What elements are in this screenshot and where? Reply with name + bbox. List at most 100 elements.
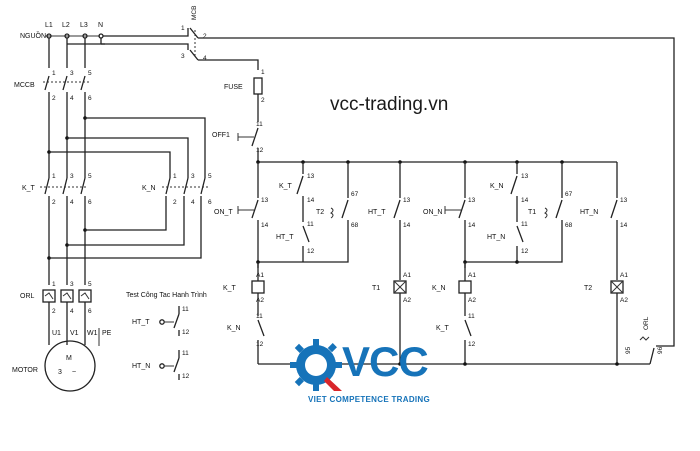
orl-pin-5: 5 (88, 281, 92, 288)
mccb-pin-6: 6 (88, 95, 92, 102)
orl-pin-1: 1 (52, 281, 56, 288)
t2c-blade (341, 199, 349, 219)
kn-pin-5: 5 (208, 173, 212, 180)
label-nguon: NGUỒN (20, 30, 46, 40)
label-l2: L2 (62, 22, 70, 29)
t1c-pin-67: 67 (565, 191, 573, 198)
label-off1: OFF1 (212, 132, 230, 139)
ht-t-blade (302, 225, 310, 243)
test-ht-n-lamp (159, 363, 165, 369)
onn-blade (458, 199, 466, 219)
orl-heater-1 (44, 292, 54, 300)
test-ht-t-lamp (159, 319, 165, 325)
ont-pin-14: 14 (261, 222, 269, 229)
orl-pin-95: 95 (625, 346, 632, 354)
label-n: N (98, 22, 103, 29)
orl-element-2 (60, 289, 74, 303)
off1-blade (251, 127, 259, 147)
label-mcb: MCB (191, 6, 198, 20)
orl-pin-96: 96 (657, 346, 664, 354)
kn-aux-blade (510, 175, 518, 195)
wire-orl-neutral (656, 320, 675, 347)
test-ht-n-pin-12: 12 (182, 373, 190, 380)
wire-kn-out-1 (85, 196, 167, 231)
kt-pin-4: 4 (70, 199, 74, 206)
kt-aux-blade (296, 175, 304, 195)
t2c-pin-68: 68 (351, 222, 359, 229)
wire-mcb-l (67, 43, 189, 50)
kt-coil-a2: A2 (256, 297, 264, 304)
htn2-pin-13: 13 (620, 197, 628, 204)
kt-il-pin-11: 11 (468, 313, 475, 320)
label-motor: MOTOR (12, 367, 38, 374)
ht-t-pin-12: 12 (307, 248, 315, 255)
label-on-t: ON_T (214, 209, 233, 216)
kn-pin-2: 2 (173, 199, 177, 206)
label-kn-main: K_N (142, 185, 156, 192)
orl-heater-3 (80, 292, 90, 300)
fuse-pin-2: 2 (261, 97, 265, 104)
t2-coil-a2: A2 (620, 297, 628, 304)
onn-pin-14: 14 (468, 222, 476, 229)
label-t1-coil: T1 (372, 285, 380, 292)
wire-t1c-bottom (517, 220, 563, 263)
orl-nc-blade (649, 347, 655, 365)
kn-blade-2 (183, 177, 189, 195)
t1c-timer-mark (544, 207, 548, 219)
kt-pin-6: 6 (88, 199, 92, 206)
kt-blade-3 (80, 177, 86, 195)
htn2-blade (610, 199, 618, 219)
wire-mcb-to-fuse (198, 59, 259, 70)
label-kn-aux: K_N (490, 183, 504, 190)
label-w1: W1 (87, 330, 98, 337)
kt-aux-pin-13: 13 (307, 173, 315, 180)
kn-il-pin-11: 11 (256, 313, 263, 320)
vcc-subtitle: VIET COMPETENCE TRADING (308, 395, 431, 404)
kt-coil-a1: A1 (256, 272, 264, 279)
htt2-pin-14: 14 (403, 222, 411, 229)
off1-pin-12: 12 (256, 147, 264, 154)
vcc-logo: VCC VIET COMPETENCE TRADING (286, 335, 446, 409)
ht-n-pin-11: 11 (521, 221, 528, 228)
orl-pin-4: 4 (70, 308, 74, 315)
kn-il-blade (257, 319, 265, 337)
kt-il-pin-12: 12 (468, 341, 476, 348)
label-orl-aux: ORL (643, 316, 650, 330)
t1c-blade (555, 199, 563, 219)
label-ht-t: HT_T (276, 234, 294, 241)
motor-symbol (44, 340, 96, 392)
wire-kn-out-2 (67, 196, 185, 246)
htn2-pin-14: 14 (620, 222, 628, 229)
node (615, 362, 619, 366)
test-ht-t-pin-11: 11 (182, 306, 189, 313)
label-ht-n-no: HT_N (580, 209, 598, 216)
mcb-pin-1: 1 (181, 25, 185, 32)
label-kt-aux: K_T (279, 183, 293, 190)
t1c-pin-68: 68 (565, 222, 573, 229)
fuse-pin-1: 1 (261, 69, 265, 76)
label-l1: L1 (45, 22, 53, 29)
test-ht-n-pin-11: 11 (182, 350, 189, 357)
wire-kn-l3 (85, 117, 206, 178)
label-t1-contact: T1 (528, 209, 536, 216)
orl-thermal-mark (639, 336, 650, 341)
t2c-timer-mark (330, 207, 334, 219)
kn-coil-a2: A2 (468, 297, 476, 304)
mccb-pin-5: 5 (88, 70, 92, 77)
kt-pin-3: 3 (70, 173, 74, 180)
kt-aux-pin-14: 14 (307, 197, 315, 204)
kn-pin-3: 3 (191, 173, 195, 180)
node (463, 362, 467, 366)
wire-kn-l2 (67, 137, 189, 178)
mccb-blade-1 (44, 75, 50, 91)
kt-coil (251, 280, 265, 294)
label-ht-t-no: HT_T (368, 209, 386, 216)
kn-pin-4: 4 (191, 199, 195, 206)
motor-tilde: ~ (72, 369, 76, 376)
label-t2-contact: T2 (316, 209, 324, 216)
htt2-blade (393, 199, 401, 219)
onn-pin-13: 13 (468, 197, 476, 204)
label-test-ht-t: HT_T (132, 319, 150, 326)
t1-coil-a2: A2 (403, 297, 411, 304)
